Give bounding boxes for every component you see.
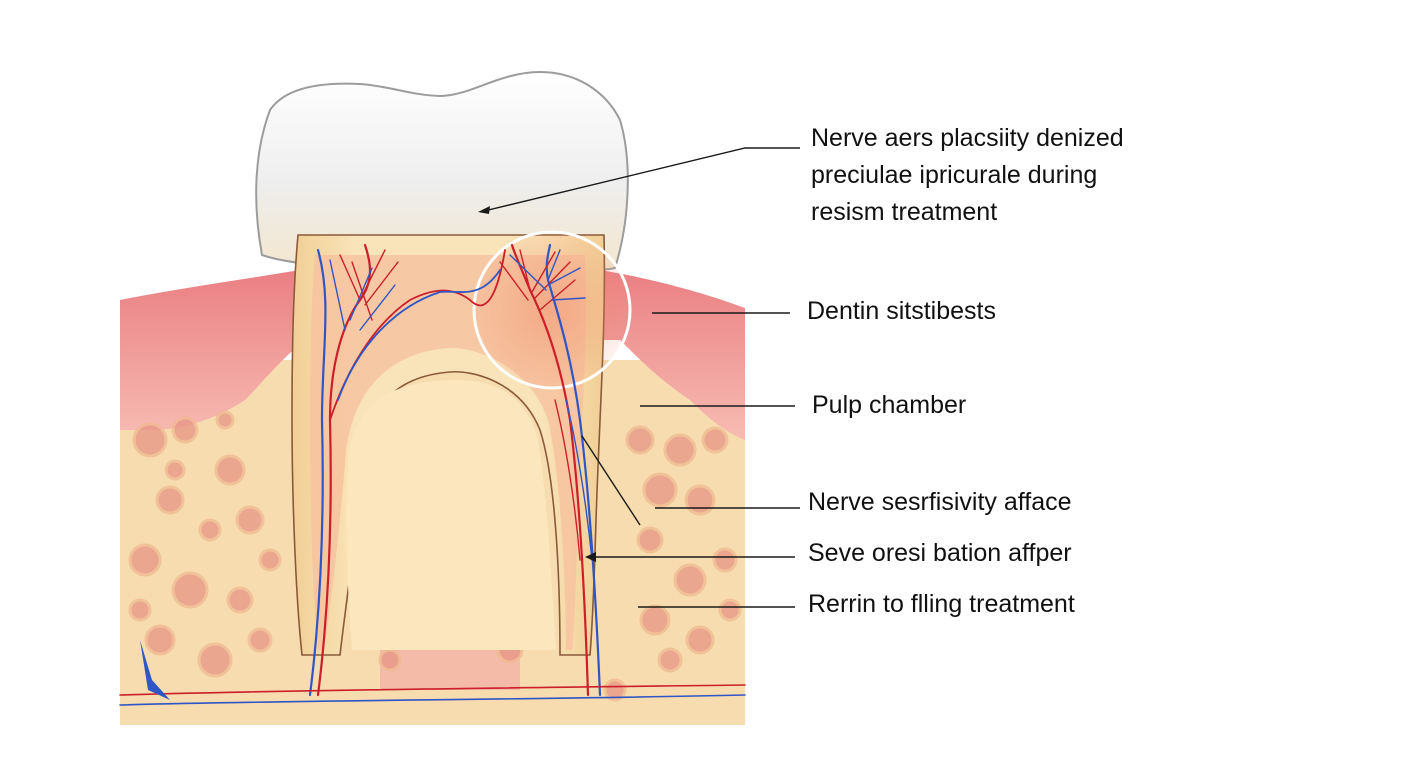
label-nerve-sensitivity: Nerve sesrfisivity afface [808,484,1072,521]
bone-cell [625,425,655,455]
bone-cell [663,433,697,467]
label-line: resism treatment [811,198,998,226]
bone-cell [258,548,282,572]
bone-cell [226,586,254,614]
label-pulp-chamber: Pulp chamber [812,387,966,424]
bone-cell [132,422,168,458]
vessel-entry [140,640,170,700]
arrowhead [585,552,596,562]
bone-cell [636,526,664,554]
bone-cell [712,547,738,573]
arrowhead [478,206,490,214]
label-dentin: Dentin sitstibests [807,293,996,330]
bone-cell [171,416,199,444]
sensitivity-highlight [472,230,632,390]
bone-cell [639,604,671,636]
bone-cell [235,505,265,535]
bone-cell [215,410,235,430]
label-line: preciulae ipricurale during [811,161,1098,189]
label-sensation-after: Seve oresi bation affper [808,535,1072,572]
label-line: Nerve aers placsiity denized [811,124,1124,152]
inner-dentin [346,379,556,650]
bone-cell [198,518,222,542]
label-line: Rerrin to flling treatment [808,590,1075,618]
bone-cell [164,459,186,481]
label-filling-treatment: Rerrin to flling treatment [808,586,1075,623]
bone-cell [378,648,402,672]
bone-cell [128,543,162,577]
bone-cell [247,627,273,653]
bone-cell [144,624,176,656]
bone-cell [155,485,185,515]
bone-cell [603,678,627,702]
bone-cell [171,571,209,609]
label-line: Dentin sitstibests [807,297,996,325]
bone-cell [128,598,152,622]
label-nerve-sensitivity-treatment: Nerve aers placsiity denized preciulae i… [811,120,1124,231]
bone-cell [718,598,742,622]
bone-cell [214,454,246,486]
nerve-vessel-network [119,243,746,706]
bone-cell [197,642,233,678]
label-line: Nerve sesrfisivity afface [808,488,1072,516]
label-line: Pulp chamber [812,391,967,419]
bone-cell [701,426,729,454]
bone-cell [642,472,678,508]
bone-cell [657,647,683,673]
label-line: Seve oresi bation affper [808,539,1072,567]
leader-lines [479,147,800,608]
bone-cell [673,563,707,597]
bone-cell [684,484,716,516]
bone-cell [685,625,715,655]
